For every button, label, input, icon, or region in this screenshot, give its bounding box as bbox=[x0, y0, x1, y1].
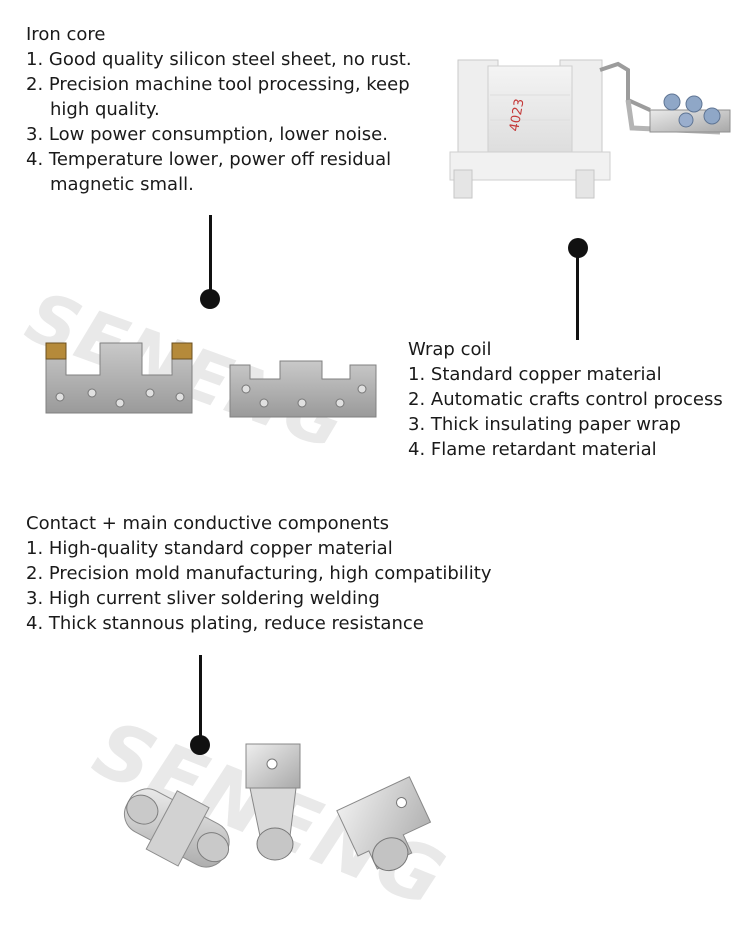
contact-spec: Contact + main conductive components 1. … bbox=[26, 511, 491, 636]
wrap-coil-line: 3. Thick insulating paper wrap bbox=[408, 414, 681, 435]
iron-core-line: 2. Precision machine tool processing, ke… bbox=[26, 74, 410, 95]
wrap-coil-pointer-dot bbox=[568, 238, 588, 258]
iron-core-line: 1. Good quality silicon steel sheet, no … bbox=[26, 49, 412, 70]
contact-line: 4. Thick stannous plating, reduce resist… bbox=[26, 613, 424, 634]
coil-label: 4023 bbox=[507, 97, 528, 132]
contact-line: 1. High-quality standard copper material bbox=[26, 538, 393, 559]
iron-core-line: 3. Low power consumption, lower noise. bbox=[26, 124, 388, 145]
contact-pointer bbox=[199, 655, 202, 740]
iron-core-title: Iron core bbox=[26, 24, 106, 45]
contact-pointer-dot bbox=[190, 735, 210, 755]
wrap-coil-title: Wrap coil bbox=[408, 339, 492, 360]
iron-core-line: high quality. bbox=[50, 99, 160, 120]
wrap-coil-pointer bbox=[576, 250, 579, 340]
wrap-coil-line: 1. Standard copper material bbox=[408, 364, 662, 385]
iron-core-line: 4. Temperature lower, power off residual bbox=[26, 149, 392, 170]
coil-image: 4023 bbox=[449, 59, 731, 199]
contact-title: Contact + main conductive components bbox=[26, 513, 390, 534]
iron-core-line: magnetic small. bbox=[50, 174, 194, 195]
iron-core-pointer-dot bbox=[200, 289, 220, 309]
iron-core-image bbox=[45, 342, 377, 418]
iron-core-spec: Iron core 1. Good quality silicon steel … bbox=[26, 22, 412, 197]
contact-line: 3. High current sliver soldering welding bbox=[26, 588, 380, 609]
contact-parts-image bbox=[123, 743, 432, 872]
iron-core-pointer bbox=[209, 215, 212, 295]
contact-line: 2. Precision mold manufacturing, high co… bbox=[26, 563, 492, 584]
wrap-coil-line: 2. Automatic crafts control process bbox=[408, 389, 723, 410]
wrap-coil-line: 4. Flame retardant material bbox=[408, 439, 657, 460]
wrap-coil-spec: Wrap coil 1. Standard copper material 2.… bbox=[408, 337, 723, 462]
